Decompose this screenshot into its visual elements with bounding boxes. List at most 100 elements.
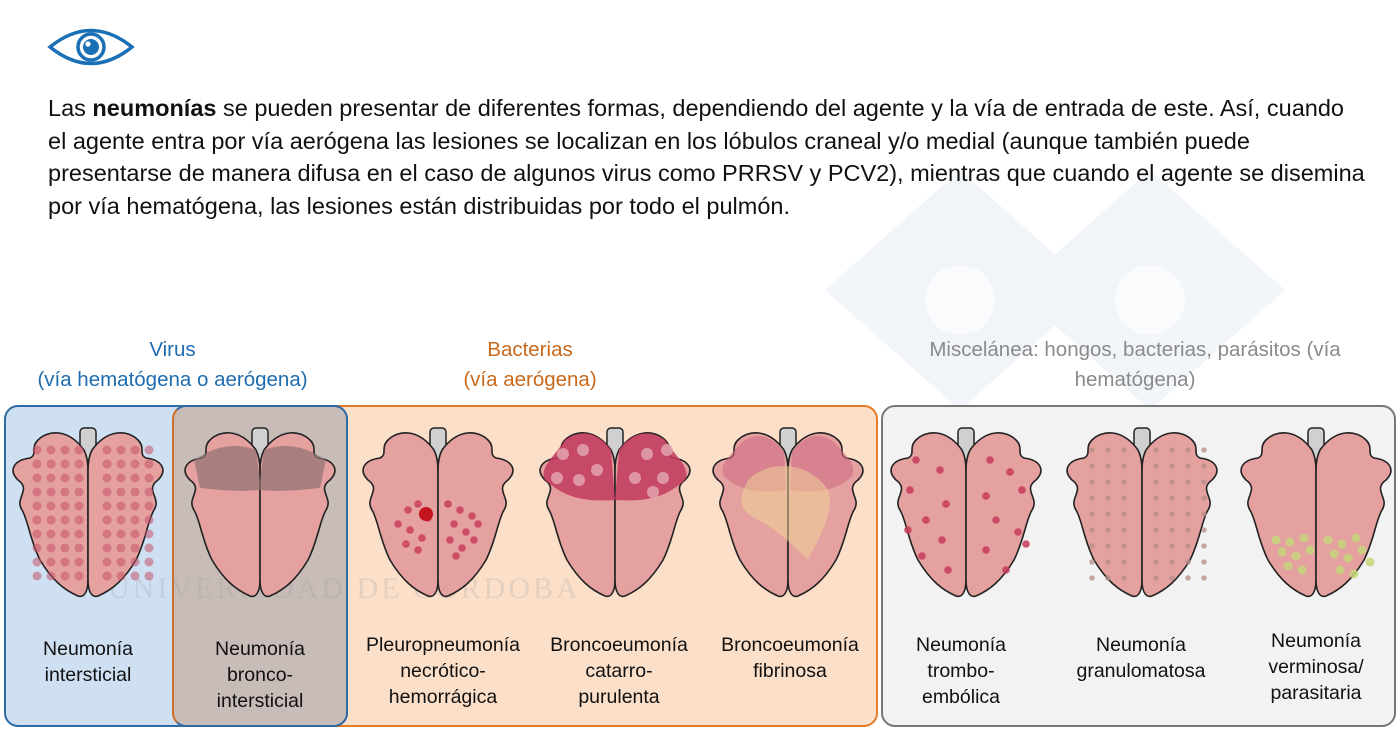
lesion-dot <box>46 459 56 469</box>
lesion-dot <box>1153 527 1159 533</box>
lesion-dot <box>1201 463 1207 469</box>
lesion-dot <box>1121 495 1127 501</box>
lesion-dot <box>130 515 140 525</box>
lesion-dot <box>130 459 140 469</box>
lesion-dot <box>1121 527 1127 533</box>
lesion-dot <box>1169 495 1175 501</box>
lesion-dot <box>1343 553 1353 563</box>
lesion-dot <box>1105 479 1111 485</box>
lesion-dot <box>551 472 563 484</box>
lesion-dot <box>1201 479 1207 485</box>
lesion-dot <box>144 459 154 469</box>
lung-fibrinosa <box>712 427 864 598</box>
lung-catarropurulenta <box>539 427 691 598</box>
lesion-dot <box>629 472 641 484</box>
lesion-dot <box>1201 447 1207 453</box>
lesion-dot <box>46 557 56 567</box>
lesion-dot <box>1201 559 1207 565</box>
lesion-dot <box>942 500 950 508</box>
lesion-dot <box>1089 511 1095 517</box>
lesion-dot <box>1169 559 1175 565</box>
lesion-dot <box>74 571 84 581</box>
lesion-dot <box>1153 511 1159 517</box>
lesion-dot <box>116 473 126 483</box>
lesion-dot <box>1089 575 1095 581</box>
lesion-dot <box>1185 527 1191 533</box>
lesion-dot <box>470 536 478 544</box>
virus-category-title: Virus (vía hematógena o aerógena) <box>37 338 308 391</box>
lesion-dot <box>1121 447 1127 453</box>
lesion-dot <box>102 515 112 525</box>
lesion-dot <box>419 507 433 521</box>
lesion-dot <box>46 473 56 483</box>
lesion-dot <box>1153 479 1159 485</box>
lesion-dot <box>32 501 42 511</box>
lesion-dot <box>1201 575 1207 581</box>
lesion-dot <box>60 459 70 469</box>
lesion-dot <box>1006 468 1014 476</box>
lesion-dot <box>1185 463 1191 469</box>
lesion-dot <box>1105 527 1111 533</box>
lesion-dot <box>458 544 466 552</box>
lesion-dot <box>1305 545 1315 555</box>
lesion-dot <box>1089 447 1095 453</box>
lesion-dot <box>1105 543 1111 549</box>
lesion-dot <box>116 445 126 455</box>
lesion-dot <box>46 501 56 511</box>
lesion-dot <box>1349 569 1359 579</box>
lesion-dot <box>1335 565 1345 575</box>
lesion-dot <box>904 526 912 534</box>
lesion-dot <box>144 473 154 483</box>
lesion-dot <box>116 459 126 469</box>
lung-broncointersticial <box>184 427 336 598</box>
lesion-dot <box>1201 527 1207 533</box>
lesion-dot <box>130 445 140 455</box>
lung-granulomatosa <box>1066 427 1218 598</box>
lesion-dot <box>474 520 482 528</box>
lesion-dot <box>1121 511 1127 517</box>
lesion-dot <box>922 516 930 524</box>
lesion-dot <box>992 516 1000 524</box>
lesion-dot <box>1185 447 1191 453</box>
lesion-dot <box>130 543 140 553</box>
lesion-dot <box>936 466 944 474</box>
lesion-dot <box>144 445 154 455</box>
lesion-dot <box>116 501 126 511</box>
lesion-dot <box>1351 533 1361 543</box>
lesion-dot <box>74 473 84 483</box>
lesion-dot <box>557 448 569 460</box>
lesion-dot <box>1169 543 1175 549</box>
lesion-dot <box>46 529 56 539</box>
lesion-dot <box>1357 545 1367 555</box>
lesion-dot <box>1105 495 1111 501</box>
lesion-dot <box>938 536 946 544</box>
lesion-dot <box>406 526 414 534</box>
lesion-dot <box>1105 559 1111 565</box>
lesion-dot <box>116 529 126 539</box>
lesion-dot <box>60 571 70 581</box>
lesion-dot <box>130 473 140 483</box>
lesion-dot <box>1153 559 1159 565</box>
intro-paragraph: Las neumonías se pueden presentar de dif… <box>48 95 1365 219</box>
lesion-dot <box>468 512 476 520</box>
lesion-dot <box>1169 511 1175 517</box>
lesion-dot <box>60 515 70 525</box>
lesion-dot <box>906 486 914 494</box>
lesion-dot <box>641 448 653 460</box>
lesion-dot <box>144 529 154 539</box>
lesion-dot <box>1089 479 1095 485</box>
lesion-dot <box>1201 543 1207 549</box>
lesion-dot <box>130 557 140 567</box>
lesion-dot <box>1018 486 1026 494</box>
lesion-dot <box>1337 539 1347 549</box>
lesion-dot <box>144 501 154 511</box>
lesion-dot <box>1185 575 1191 581</box>
lesion-dot <box>1089 559 1095 565</box>
lesion-dot <box>144 557 154 567</box>
lesion-dot <box>1201 495 1207 501</box>
lesion-dot <box>74 529 84 539</box>
